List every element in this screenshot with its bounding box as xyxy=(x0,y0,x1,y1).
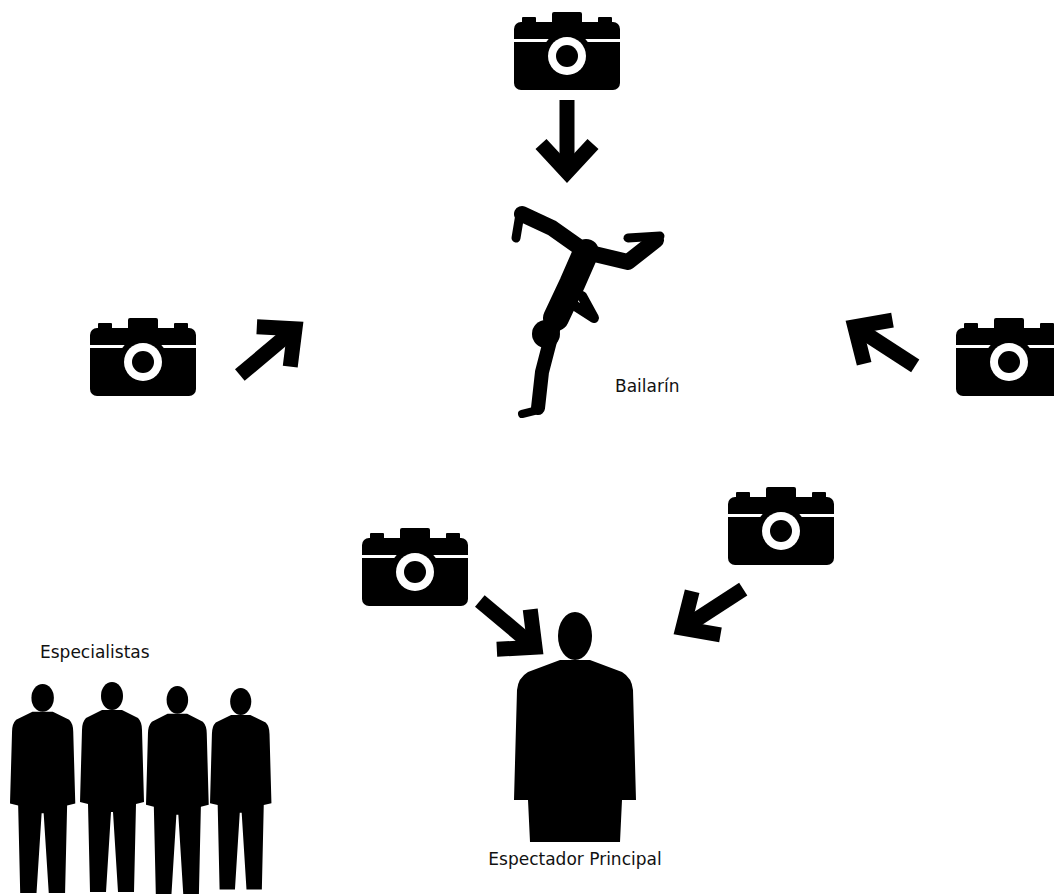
node-label: Espectador Principal xyxy=(440,849,710,869)
node-label: Especialistas xyxy=(40,642,170,662)
camera-icon xyxy=(728,487,834,565)
pointing-arrow xyxy=(669,567,758,650)
spectator-silhouette xyxy=(514,612,636,842)
pointing-arrow xyxy=(223,309,312,395)
person-silhouette xyxy=(146,686,209,894)
node-label: Bailarín xyxy=(615,376,695,396)
camera-icon xyxy=(956,318,1054,396)
person-silhouette xyxy=(210,688,271,890)
pointing-arrow xyxy=(841,305,930,388)
camera-icon xyxy=(362,528,468,606)
pointing-arrow xyxy=(463,581,552,667)
pointing-arrow xyxy=(541,100,593,172)
camera-icon xyxy=(514,12,620,90)
person-silhouette xyxy=(10,684,75,893)
dancer-node: Bailarín xyxy=(505,200,695,420)
camera-icon xyxy=(90,318,196,396)
person-silhouette xyxy=(80,682,144,892)
spectator-node: Espectador Principal xyxy=(440,608,710,880)
specialists-node: Especialistas xyxy=(10,638,280,894)
